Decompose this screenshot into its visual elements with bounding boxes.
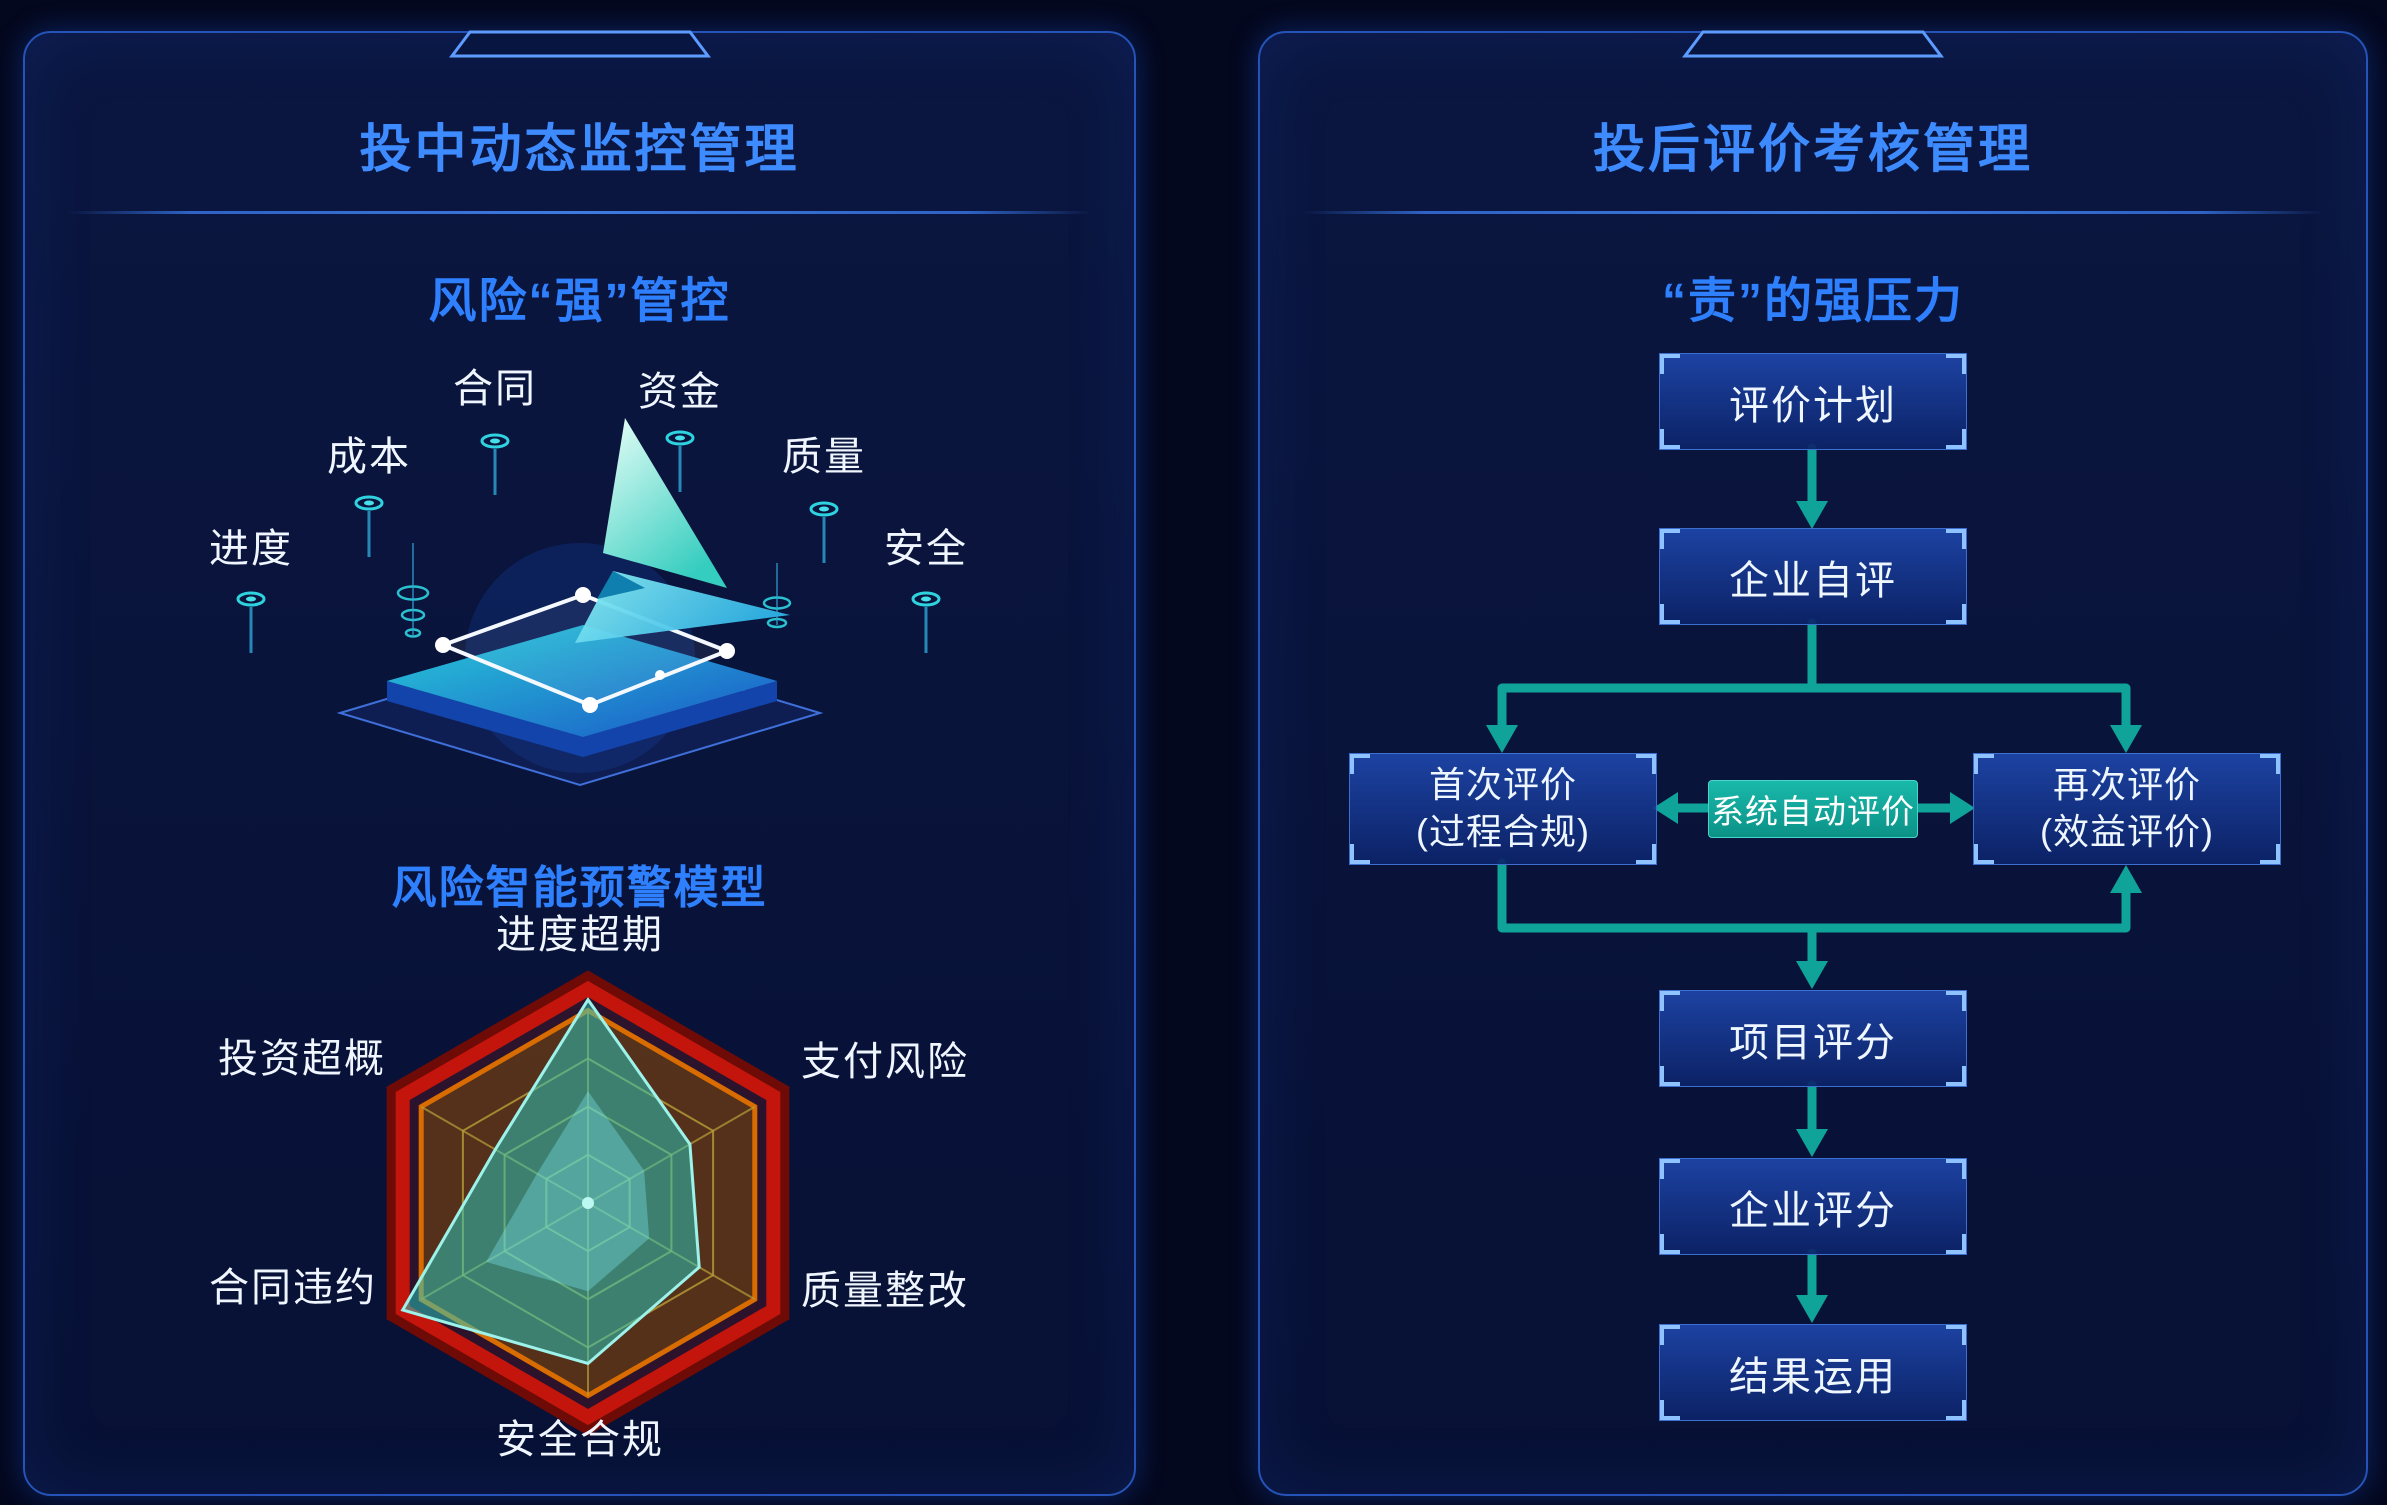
radar-center-dot [582, 1197, 594, 1209]
radar-axis-label-quality-rectify: 质量整改 [801, 1269, 969, 1313]
flow-box-label: 企业自评 [1729, 558, 1897, 603]
arrowhead-down-icon [1796, 1129, 1828, 1157]
radar-chart-title: 风险智能预警模型 [391, 862, 768, 913]
flow-box-label-line2: (过程合规) [1416, 811, 1590, 852]
flow-converge-line [1497, 858, 2131, 968]
risk-radar-chart [328, 943, 848, 1463]
flow-box-first-evaluation: 首次评价 (过程合规) [1349, 753, 1657, 865]
arrowhead-down-icon [1796, 1295, 1828, 1323]
radar-outer-edge [386, 970, 790, 1436]
panel-title: 投后评价考核管理 [1592, 121, 2033, 179]
radar-axis-label-safety-compliance: 安全合规 [496, 1418, 664, 1462]
radar-data-polygon [400, 996, 701, 1366]
signal-marker-icon [236, 591, 266, 653]
risk-dimension-label-quality: 质量 [782, 435, 866, 479]
signal-marker-icon [354, 495, 384, 557]
signal-marker-icon [911, 591, 941, 653]
radar-data-polygon-inner [486, 1091, 650, 1292]
panel-subtitle: “责”的强压力 [1661, 275, 1964, 328]
arrowhead-down-icon [1796, 501, 1828, 529]
panel-notch-decoration [1682, 30, 1944, 58]
risk-dimension-label-funds: 资金 [638, 370, 722, 414]
risk-dimension-label-contract: 合同 [453, 367, 537, 411]
panel-notch-decoration [448, 30, 711, 58]
flow-box-label-line2: (效益评价) [2040, 811, 2214, 852]
radar-axis-label-contract-breach: 合同违约 [209, 1266, 377, 1310]
radar-chart-canvas [386, 970, 790, 1436]
flow-box-label: 评价计划 [1729, 383, 1897, 428]
risk-dimension-label-cost: 成本 [327, 435, 411, 479]
flow-box-project-score: 项目评分 [1659, 990, 1967, 1087]
flow-connectors [1486, 443, 2142, 1323]
arrowhead-down-icon [2110, 725, 2142, 753]
signal-marker-icon [480, 433, 510, 495]
flow-box-result-application: 结果运用 [1659, 1324, 1967, 1421]
flow-box-label-line1: 再次评价 [2052, 764, 2201, 806]
panel-subtitle: 风险“强”管控 [428, 275, 731, 328]
flow-box-label: 企业评分 [1729, 1188, 1897, 1233]
arrowhead-down-icon [1796, 961, 1828, 989]
risk-dimension-label-progress: 进度 [209, 527, 293, 571]
arrowhead-right-icon [1950, 792, 1975, 824]
risk-control-3d-illustration-icon [336, 418, 824, 787]
arrowhead-up-icon [2110, 865, 2142, 893]
flow-branch-line [1497, 618, 2131, 732]
flow-box-label: 系统自动评价 [1711, 793, 1915, 830]
title-divider [1302, 211, 2324, 214]
flow-box-enterprise-score: 企业评分 [1659, 1158, 1967, 1255]
signal-marker-icon [665, 430, 695, 492]
risk-dimension-label-safety: 安全 [884, 527, 968, 571]
arrowhead-down-icon [1486, 725, 1518, 753]
arrowhead-left-icon [1653, 792, 1678, 824]
radar-axis-label-progress-overdue: 进度超期 [496, 913, 664, 957]
signal-marker-icon [809, 501, 839, 563]
flow-box-re-evaluation: 再次评价 (效益评价) [1973, 753, 2281, 865]
flow-box-system-auto-eval: 系统自动评价 [1708, 780, 1918, 838]
title-divider [67, 211, 1092, 214]
flow-box-enterprise-self-eval: 企业自评 [1659, 528, 1967, 625]
panel-during-investment: 投中动态监控管理 风险“强”管控 [23, 30, 1136, 1496]
panel-title: 投中动态监控管理 [359, 121, 800, 179]
panel-post-investment: 投后评价考核管理 “责”的强压力 [1258, 30, 2368, 1496]
flow-box-label-line1: 首次评价 [1428, 764, 1577, 806]
flow-box-label: 结果运用 [1729, 1354, 1897, 1399]
flow-box-evaluation-plan: 评价计划 [1659, 353, 1967, 450]
radar-axis-label-payment-risk: 支付风险 [801, 1040, 969, 1084]
flow-box-label: 项目评分 [1729, 1020, 1897, 1065]
radar-axis-label-over-budget: 投资超概 [218, 1037, 386, 1081]
